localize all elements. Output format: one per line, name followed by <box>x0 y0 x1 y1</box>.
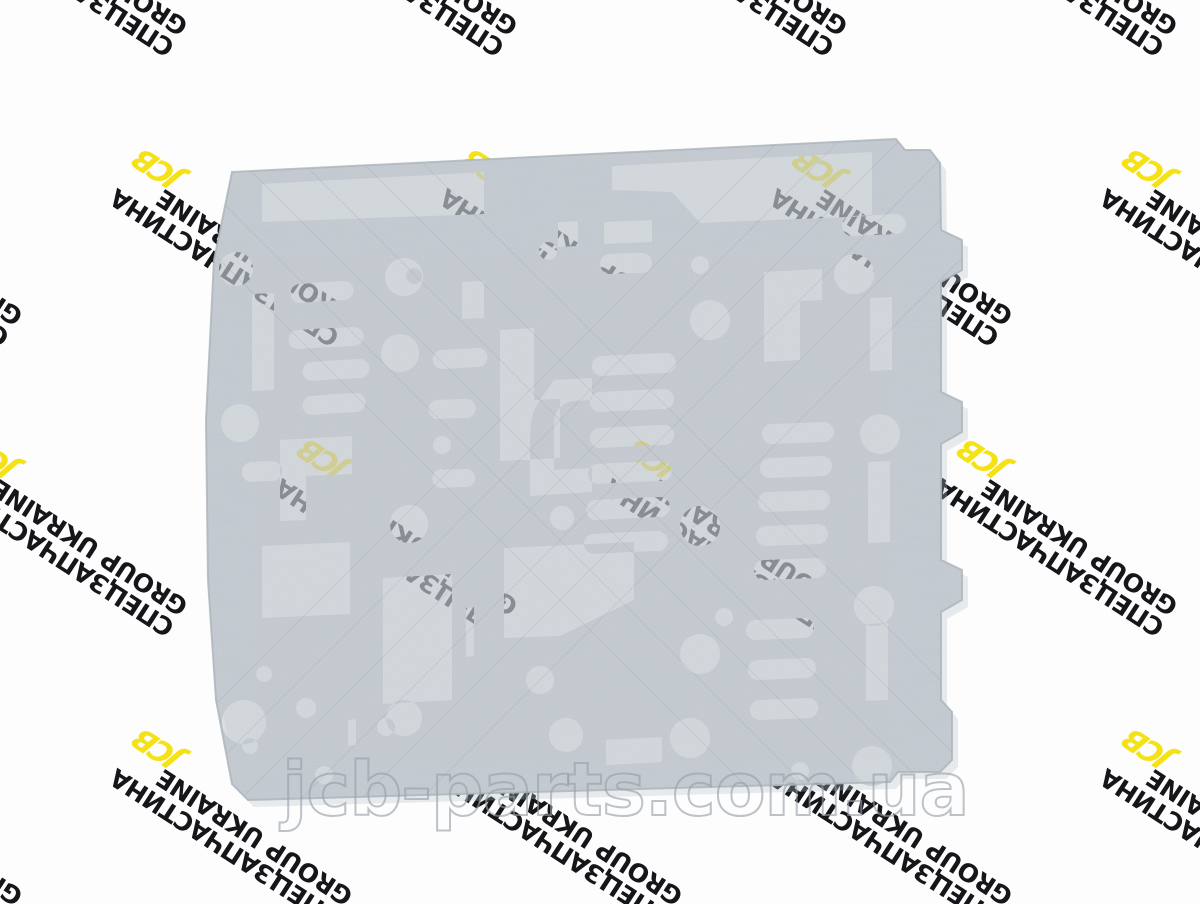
gasket-edge <box>204 137 963 802</box>
